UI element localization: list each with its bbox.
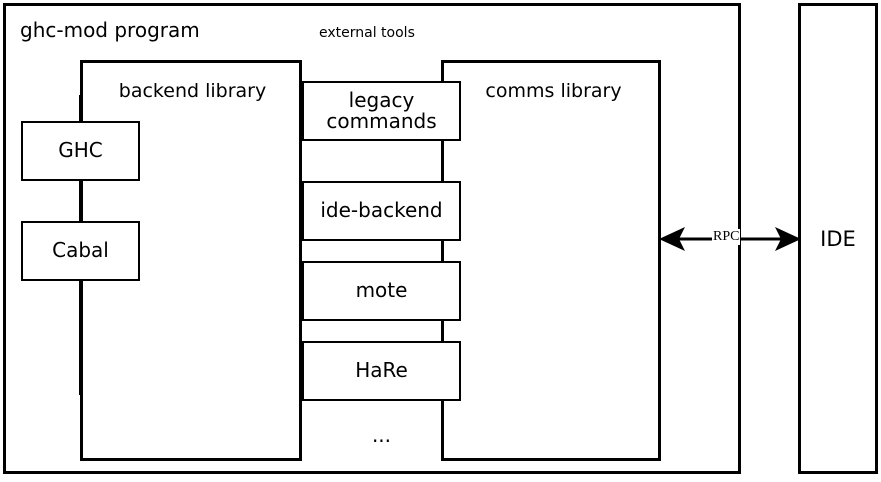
ghc-box [21,121,140,181]
external-tool-box-mote [302,261,461,321]
ide-label: IDE [820,226,856,251]
external-tool-box-hare [302,341,461,401]
cabal-label: Cabal [52,238,109,263]
external-tool-label-ide-backend: ide-backend [320,198,443,223]
external-tool-label-mote: mote [355,278,408,303]
ghc-label: GHC [58,138,103,163]
external-tool-label-legacy-commands: legacy commands [326,87,437,133]
cabal-box [21,221,140,281]
external-tool-label-hare: HaRe [355,358,408,383]
comms-library-label: comms library [485,79,622,102]
external-tools-more-indicator: ... [371,423,392,448]
rpc-label: RPC [712,229,741,245]
external-tool-box-legacy-commands [302,81,461,141]
external-tools-title: external tools [319,25,415,41]
external-tool-box-ide-backend [302,181,461,241]
comms-library-box [441,60,661,461]
ghc-mod-program-title: ghc-mod program [20,18,200,42]
backend-library-label: backend library [118,79,267,102]
